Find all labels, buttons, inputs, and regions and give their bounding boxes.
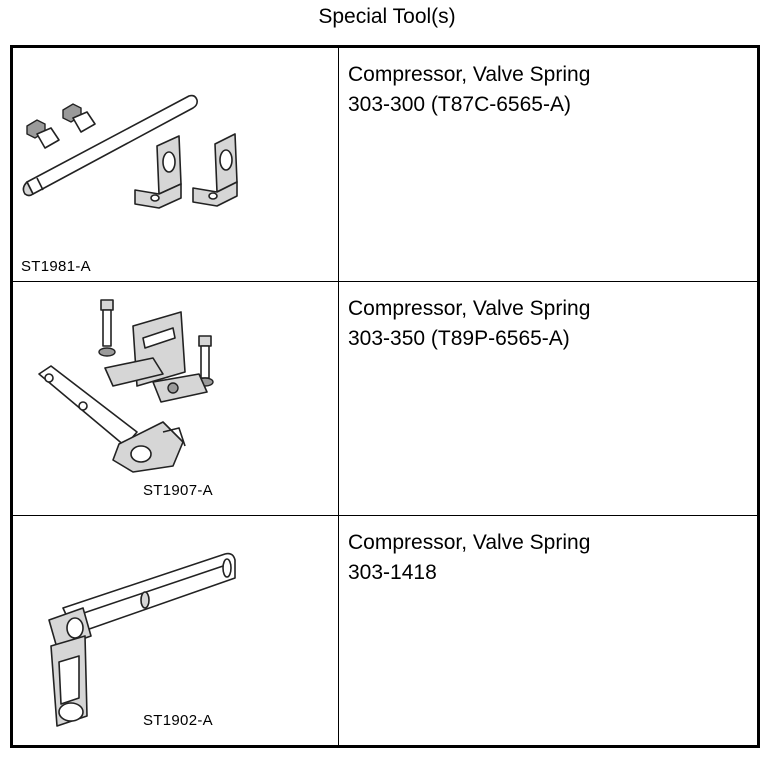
tool-description-cell: Compressor, Valve Spring 303-1418: [339, 516, 757, 745]
tool-illustration-cell: ST1907-A: [13, 282, 339, 515]
page-title: Special Tool(s): [318, 5, 456, 28]
tool-description-cell: Compressor, Valve Spring 303-300 (T87C-6…: [339, 48, 757, 281]
tool-number: 303-350 (T89P-6565-A): [348, 327, 570, 350]
figure-label: ST1981-A: [21, 258, 91, 275]
tool-description-cell: Compressor, Valve Spring 303-350 (T89P-6…: [339, 282, 757, 515]
tool-number: 303-300 (T87C-6565-A): [348, 93, 571, 116]
valve-spring-compressor-lever-illustration: [38, 299, 214, 473]
special-tools-table: ST1981-A Compressor, Valve Spring 303-30…: [10, 45, 760, 748]
tool-row: ST1981-A Compressor, Valve Spring 303-30…: [13, 48, 757, 282]
valve-spring-compressor-bar-illustration: [48, 552, 236, 727]
figure-label: ST1907-A: [143, 482, 213, 499]
tool-row: ST1907-A Compressor, Valve Spring 303-35…: [13, 282, 757, 516]
tool-name: Compressor, Valve Spring: [348, 531, 591, 554]
tool-illustration-cell: ST1981-A: [13, 48, 339, 281]
figure-label: ST1902-A: [143, 712, 213, 729]
tool-name: Compressor, Valve Spring: [348, 297, 591, 320]
tool-number: 303-1418: [348, 561, 437, 584]
tool-illustration-cell: ST1902-A: [13, 516, 339, 745]
tool-row: ST1902-A Compressor, Valve Spring 303-14…: [13, 516, 757, 745]
valve-spring-compressor-kit-illustration: [22, 94, 238, 209]
tool-name: Compressor, Valve Spring: [348, 63, 591, 86]
